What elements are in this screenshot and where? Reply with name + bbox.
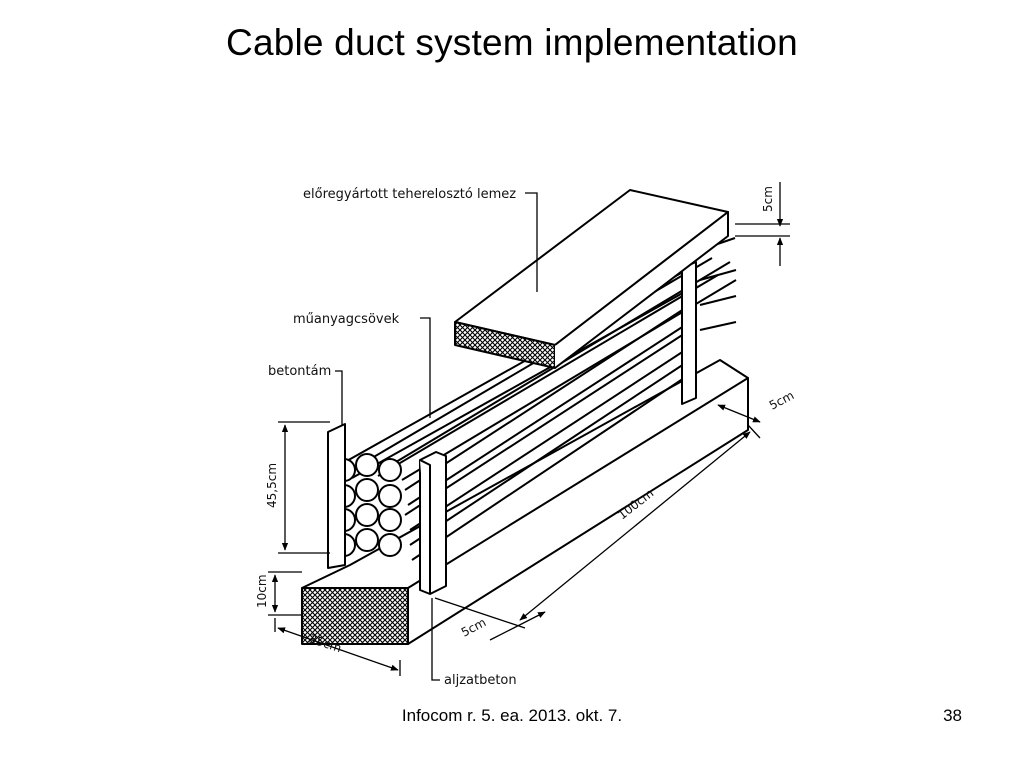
dim-height: 45,5cm: [265, 463, 279, 508]
front-support-left: [327, 423, 346, 569]
page-number: 38: [943, 706, 962, 725]
cover-plate: [454, 189, 729, 369]
dim-support-bottom: 5cm: [459, 615, 488, 640]
dim-base-thickness: 10cm: [255, 574, 269, 608]
front-support-right: [419, 451, 447, 595]
label-concrete-support: betontám: [268, 364, 331, 379]
label-cover-plate: előregyártott teherelosztó lemez: [303, 187, 516, 202]
slide-title: Cable duct system implementation: [226, 22, 798, 63]
label-plastic-pipes: műanyagcsövek: [293, 312, 400, 327]
dim-support-right: 5cm: [767, 388, 796, 413]
label-base-concrete: aljzatbeton: [444, 673, 517, 688]
cable-duct-diagram: előregyártott teherelosztó lemez műanyag…: [255, 182, 796, 688]
footer-text: Infocom r. 5. ea. 2013. okt. 7.: [401, 706, 623, 725]
rear-support: [681, 261, 697, 405]
dim-plate-thickness: 5cm: [761, 186, 775, 212]
